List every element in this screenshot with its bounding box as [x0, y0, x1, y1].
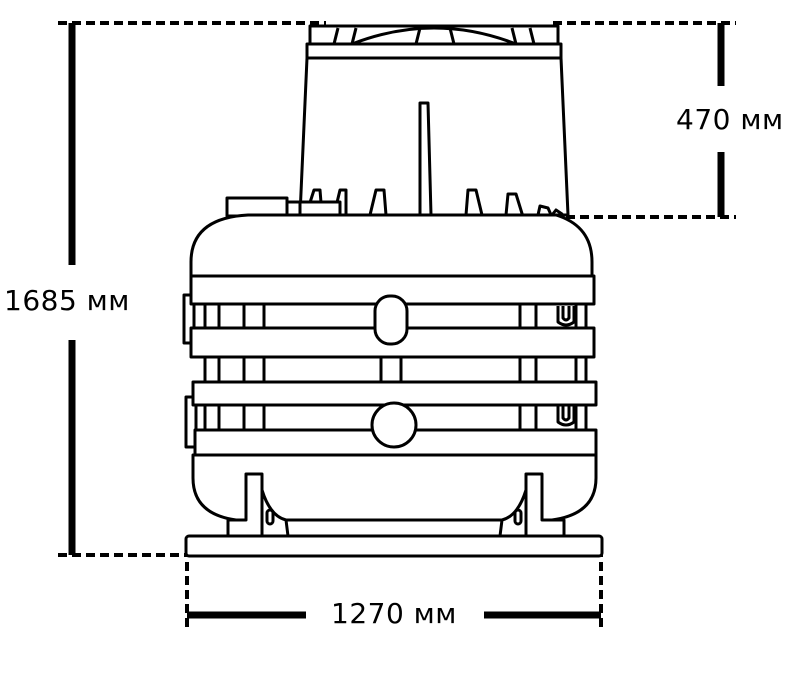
neck-height-label: 470 мм — [676, 103, 784, 136]
center-port-upper — [373, 294, 409, 346]
neck-collar — [305, 42, 563, 60]
post — [203, 302, 221, 330]
lid-rib — [414, 27, 422, 45]
u-hook — [556, 306, 576, 327]
width-label: 1270 мм — [331, 597, 457, 630]
post — [242, 403, 266, 432]
lid-rib — [510, 27, 518, 45]
base-plate — [184, 534, 604, 558]
neck-divider — [418, 101, 433, 216]
post — [203, 355, 221, 384]
lid-rib — [350, 27, 358, 45]
u-hook — [556, 406, 576, 427]
lid-rib — [448, 27, 456, 45]
center-port-lower — [370, 401, 418, 449]
post — [379, 355, 403, 384]
cradle-slot — [513, 508, 523, 526]
post — [574, 302, 588, 330]
u-hook — [561, 406, 571, 422]
width-dimension — [185, 548, 603, 628]
inlet-bracket — [184, 395, 198, 449]
lid-dome — [351, 26, 517, 46]
neck-dimension — [553, 21, 736, 219]
post — [518, 355, 538, 384]
tank-neck — [298, 24, 570, 228]
post — [574, 403, 588, 432]
cradle-slot — [265, 508, 275, 526]
upper-dome — [189, 213, 594, 278]
top-fitting — [225, 196, 289, 218]
height-label: 1685 мм — [4, 284, 130, 317]
height-dimension — [58, 21, 326, 557]
u-hook — [561, 306, 571, 322]
neck-tooth — [368, 188, 388, 216]
post — [518, 403, 538, 432]
tank-body — [182, 196, 604, 558]
post — [518, 302, 538, 330]
post — [242, 302, 266, 330]
post — [242, 355, 266, 384]
neck-body — [298, 56, 570, 217]
inlet-bracket — [182, 293, 196, 345]
neck-tooth — [464, 188, 484, 216]
lid-rib — [332, 27, 340, 45]
lid-rib — [528, 27, 536, 45]
post — [574, 355, 588, 384]
post — [203, 403, 221, 432]
